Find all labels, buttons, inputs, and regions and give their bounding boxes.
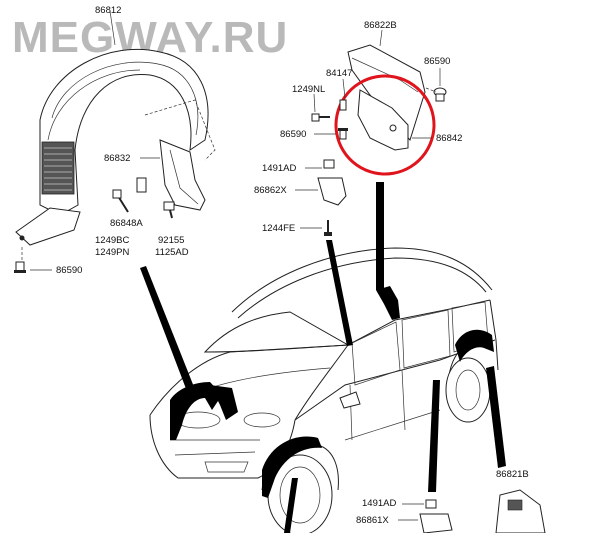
- label-92155: 92155: [158, 235, 184, 246]
- clip-86848A: [136, 177, 147, 193]
- arrow-rear-mudguard: [376, 182, 384, 290]
- label-1244FE: 1244FE: [262, 223, 295, 234]
- label-86590-top: 86590: [424, 56, 450, 67]
- rear-mud-guard-bracket-part: [347, 44, 426, 141]
- arrow-front-liner: [140, 266, 196, 394]
- label-1491AD-lower: 1491AD: [362, 498, 396, 509]
- arrow-86821B: [486, 366, 506, 468]
- clip-1491AD-lower: [425, 499, 437, 509]
- label-86832: 86832: [104, 153, 130, 164]
- highlight-circle: [334, 74, 436, 176]
- front-mud-guard-part: [159, 139, 206, 211]
- label-84147: 84147: [326, 68, 352, 79]
- clip-86590-left: [14, 261, 26, 273]
- arrow-front-arch: [284, 478, 298, 533]
- label-86821B: 86821B: [496, 469, 529, 480]
- label-86590-left: 86590: [56, 265, 82, 276]
- arrow-86862X: [326, 240, 353, 346]
- label-86862X: 86862X: [254, 185, 287, 196]
- label-1249NL: 1249NL: [292, 84, 325, 95]
- clip-86590-top: [433, 87, 447, 102]
- screw-86848A: [112, 189, 129, 213]
- arrow-86861X: [428, 380, 440, 492]
- rear-wheel-liner-part: [495, 489, 546, 533]
- rear-mud-guard-part: [357, 89, 409, 151]
- rear-arch-highlight: [455, 329, 494, 362]
- label-86842: 86842: [436, 133, 462, 144]
- front-liner-highlight: [170, 382, 238, 440]
- label-86861X: 86861X: [356, 515, 389, 526]
- leader-86812: [109, 10, 116, 46]
- front-wheel-arch-highlight: [262, 436, 322, 498]
- rear-mudflap-on-car: [376, 286, 400, 320]
- screw-1249NL: [311, 113, 330, 122]
- car-body-outline: [149, 247, 499, 479]
- label-1249PN: 1249PN: [95, 247, 129, 258]
- label-1125AD: 1125AD: [155, 247, 189, 258]
- rear-wheel: [445, 341, 491, 423]
- label-86812: 86812: [95, 5, 121, 16]
- label-1249BC: 1249BC: [95, 235, 129, 246]
- screw-1244FE: [324, 220, 332, 236]
- clip-1491AD-upper: [323, 159, 335, 169]
- screw-92155: [163, 201, 175, 219]
- clip-86590-middle: [338, 128, 348, 140]
- bracket-86861X: [419, 513, 453, 533]
- label-86590-middle: 86590: [280, 129, 306, 140]
- bracket-86862X: [317, 177, 347, 206]
- label-86848A: 86848A: [110, 218, 143, 229]
- label-86822B: 86822B: [364, 20, 397, 31]
- label-1491AD-upper: 1491AD: [262, 163, 296, 174]
- clip-84147: [339, 99, 347, 111]
